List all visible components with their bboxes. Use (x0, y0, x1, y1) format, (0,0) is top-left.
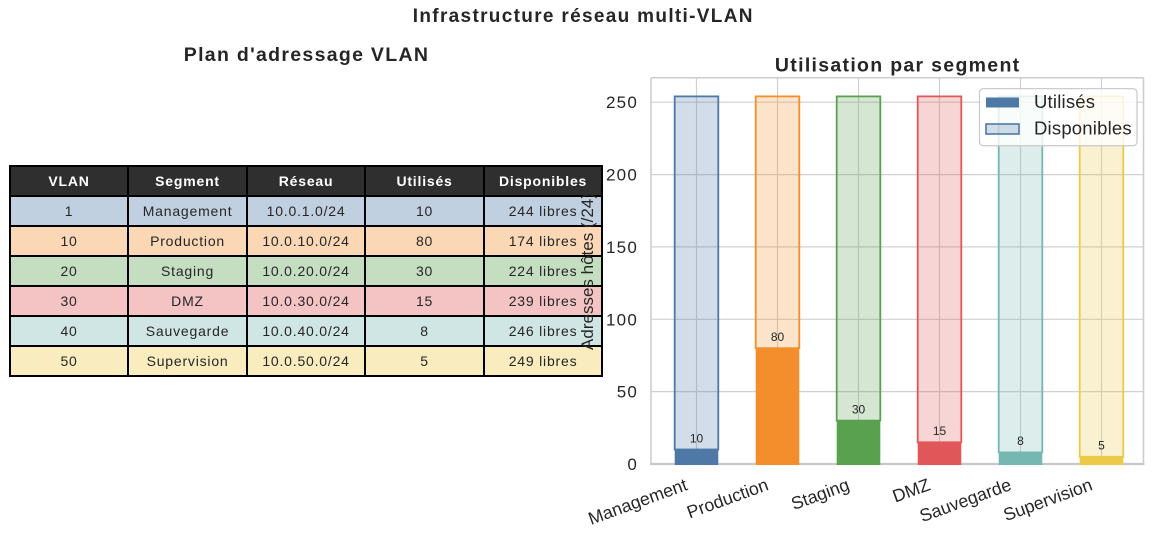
svg-text:Disponibles: Disponibles (1034, 118, 1132, 139)
svg-text:Sauvegarde: Sauvegarde (917, 474, 1014, 526)
svg-text:8: 8 (1017, 434, 1024, 448)
svg-text:Adresses hôtes (/24): Adresses hôtes (/24) (578, 193, 597, 350)
svg-text:15: 15 (933, 424, 947, 438)
svg-text:0: 0 (627, 455, 638, 474)
svg-text:200: 200 (606, 166, 638, 185)
svg-text:150: 150 (606, 238, 638, 257)
svg-text:Staging: Staging (788, 474, 852, 513)
svg-text:DMZ: DMZ (890, 474, 933, 506)
svg-text:Utilisés: Utilisés (1034, 91, 1095, 112)
svg-text:30: 30 (852, 402, 866, 416)
svg-text:250: 250 (606, 93, 638, 112)
svg-text:100: 100 (606, 310, 638, 329)
svg-text:Production: Production (684, 474, 771, 522)
svg-text:Management: Management (585, 474, 689, 528)
svg-text:Supervision: Supervision (1001, 474, 1095, 525)
svg-text:80: 80 (771, 330, 785, 344)
svg-text:5: 5 (1098, 439, 1105, 453)
svg-text:10: 10 (690, 431, 704, 445)
svg-text:50: 50 (617, 383, 638, 402)
svg-text:Utilisation par segment: Utilisation par segment (775, 54, 1021, 76)
